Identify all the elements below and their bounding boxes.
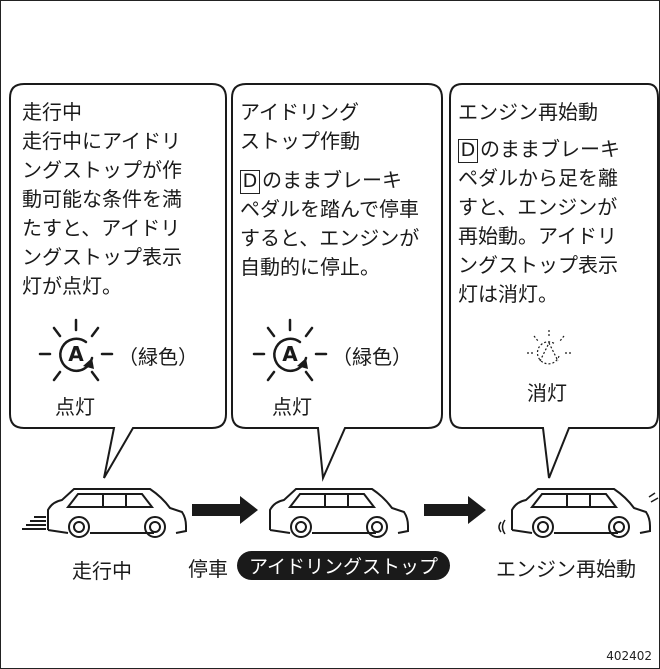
panel-idling-stop-title: アイドリング	[240, 100, 359, 124]
panel-driving-line: 灯が点灯。	[22, 274, 122, 298]
panel-restart-line: 灯は消灯。	[458, 282, 558, 306]
panel-restart-line: ペダルから足を離	[458, 166, 618, 190]
panel-idling-stop-line-text: のままブレーキ	[262, 168, 402, 192]
panel-driving-line: たすと、アイドリ	[22, 216, 181, 240]
panel-idling-stop-line: ペダルを踏んで停車	[240, 197, 419, 221]
panel-driving-line: 走行中にアイドリ	[22, 129, 181, 153]
panel-driving-line: 動可能な条件を満	[22, 187, 182, 211]
motion-lines-icon	[22, 516, 46, 530]
callout-driving-outline	[9, 83, 227, 479]
car-driving-icon	[47, 488, 187, 538]
arrow-right-icon	[424, 496, 486, 524]
car-stopped-icon	[269, 488, 409, 538]
indicator-state-label: 消灯	[527, 381, 567, 405]
panel-driving-line: ングストップが作	[22, 158, 182, 182]
idling-stop-indicator-off-icon	[527, 330, 571, 365]
label-idling-stop-badge: アイドリングストップ	[237, 551, 451, 580]
panel-restart-title: エンジン再始動	[458, 100, 598, 124]
indicator-color-label: （緑色）	[118, 345, 198, 369]
panel-restart-line: 再始動。アイドリ	[458, 224, 617, 248]
engine-vibration-icon	[498, 492, 659, 535]
car-restart-icon	[511, 488, 651, 538]
panel-driving-line: ングストップ表示	[22, 245, 182, 269]
shift-d-box: D	[458, 139, 478, 163]
shift-d-box: D	[240, 170, 260, 194]
callout-restart-outline	[449, 83, 659, 479]
panel-driving-title: 走行中	[22, 100, 82, 124]
arrow-right-icon	[192, 496, 258, 524]
idling-stop-indicator-lit-icon: A	[252, 318, 328, 382]
panel-idling-stop-title: ストップ作動	[240, 129, 360, 153]
panel-restart-line: すと、エンジンが	[458, 195, 618, 219]
indicator-state-label: 点灯	[272, 395, 312, 419]
indicator-color-label: （緑色）	[332, 345, 412, 369]
panel-driving: 走行中 走行中にアイドリ ングストップが作 動可能な条件を満 たすと、アイドリ …	[22, 98, 182, 301]
panel-restart-line-text: のままブレーキ	[480, 137, 620, 161]
svg-text:A: A	[282, 342, 298, 366]
panel-idling-stop-line: 自動的に停止。	[240, 255, 380, 279]
idling-stop-indicator-lit-icon: A	[38, 318, 114, 382]
label-stop: 停車	[188, 557, 228, 581]
label-driving: 走行中	[72, 559, 132, 583]
svg-text:A: A	[68, 342, 84, 366]
figure-code: 402402	[606, 649, 652, 663]
panel-idling-stop-line: すると、エンジンが	[240, 226, 420, 250]
panel-restart-line: ングストップ表示	[458, 253, 618, 277]
callout-idling-stop-outline	[231, 83, 443, 482]
indicator-state-label: 点灯	[55, 395, 95, 419]
label-engine-restart: エンジン再始動	[496, 557, 636, 581]
